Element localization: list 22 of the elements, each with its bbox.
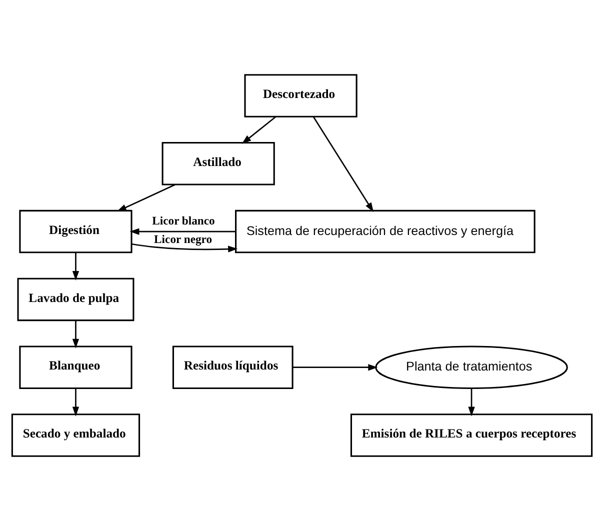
arrow [72, 388, 80, 416]
node-box: Secado y embalado [11, 414, 140, 457]
arrow [130, 228, 236, 235]
edge-label: Licor negro [154, 232, 212, 246]
node-ellipse: Planta de tratamientos [375, 346, 568, 389]
node-box: Lavado de pulpa [17, 278, 134, 322]
arrow [131, 243, 238, 252]
node-box: Sistema de recuperación de reactivos y energía [235, 210, 536, 254]
arrow [72, 320, 80, 348]
arrow [242, 116, 276, 144]
arrow [116, 184, 176, 212]
arrow [312, 116, 374, 212]
node-box: Blanqueo [19, 346, 132, 389]
arrow [72, 252, 80, 281]
edge-label: Licor blanco [152, 214, 215, 228]
node-box: Residuos líquidos [172, 346, 294, 389]
arrow [293, 364, 378, 371]
node-box: Descortezado [244, 74, 358, 118]
arrow [468, 388, 475, 416]
node-box: Astillado [162, 142, 275, 186]
node-box: Digestión [19, 210, 132, 254]
node-box: Emisión de RILES a cuerpos receptores [350, 414, 593, 457]
